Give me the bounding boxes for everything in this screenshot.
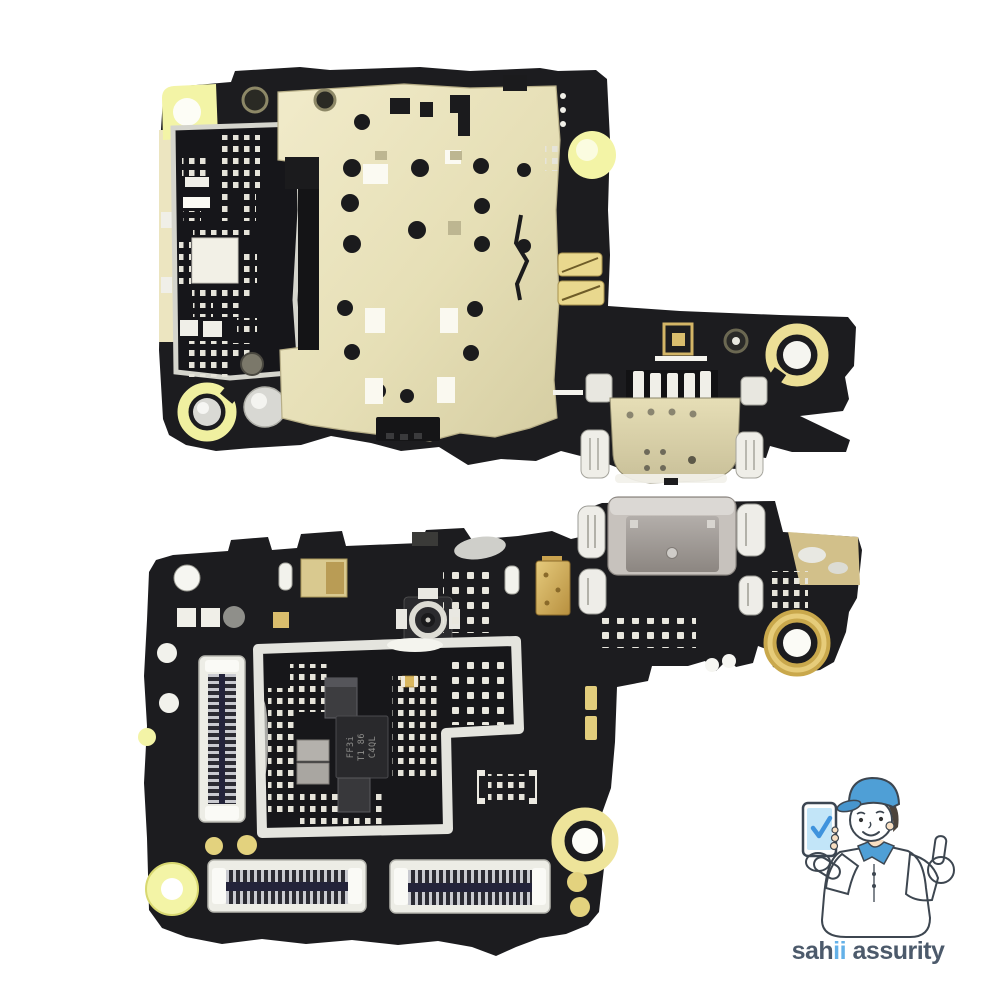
edge-bump xyxy=(722,654,736,668)
mascot-brows xyxy=(856,810,885,815)
edge-pad xyxy=(161,277,172,293)
shield-frame-region: FF3i T1 86 C4QL xyxy=(253,636,524,838)
capacitor xyxy=(296,739,330,762)
mascot-smile xyxy=(862,831,880,837)
solder-pad-cluster xyxy=(443,571,495,633)
watermark-mascot xyxy=(801,776,955,938)
gold-resistor xyxy=(400,675,419,688)
mascot-cap xyxy=(847,776,901,810)
chip-small xyxy=(337,777,371,813)
mascot-fist xyxy=(927,856,955,884)
silkscreen-line xyxy=(553,390,583,395)
mascot-nose xyxy=(868,821,872,829)
brand-segment-3: assurity xyxy=(846,937,945,965)
check-icon xyxy=(810,815,833,839)
gold-dot xyxy=(567,872,587,892)
charging-port-back xyxy=(577,496,766,616)
bottom-board: FF3i T1 86 C4QL xyxy=(138,496,862,956)
ic-chip xyxy=(191,237,239,284)
solder-blob xyxy=(454,536,506,560)
gold-dot xyxy=(237,835,257,855)
solder-pad-cluster xyxy=(545,143,561,171)
antenna-pad-square xyxy=(662,322,694,356)
screw-pad-bottom-right xyxy=(551,807,619,875)
screw-pad-bottom-left xyxy=(177,382,240,442)
mascot-right-sleeve xyxy=(904,852,940,902)
btb-connector-bottom-1 xyxy=(207,859,367,913)
shield-screw-hole xyxy=(241,86,269,114)
connector-footprint xyxy=(477,770,537,804)
shield-screw-hole xyxy=(313,88,337,112)
screw-pad-bottom-left-2 xyxy=(145,862,199,916)
ic-pad-area xyxy=(170,121,303,381)
test-point xyxy=(723,328,749,354)
shield-contact-windows xyxy=(363,150,462,404)
brand-segment-2: ii xyxy=(833,937,847,965)
microphone xyxy=(535,556,571,616)
edge-contact-pads-gold xyxy=(557,252,605,306)
mascot-thumb xyxy=(931,835,948,866)
gold-dot xyxy=(205,837,223,855)
main-chip: FF3i T1 86 C4QL xyxy=(335,715,389,779)
charging-port-front xyxy=(580,370,768,485)
edge-hole xyxy=(157,643,177,663)
top-board xyxy=(159,67,856,485)
solder-pad-cluster xyxy=(596,618,696,648)
screw-pad-gold-ring xyxy=(763,609,831,677)
mascot-phone xyxy=(801,801,838,858)
screw-pad-right xyxy=(765,323,829,387)
mascot-cap-brim xyxy=(836,799,862,813)
edge-half-pad xyxy=(138,728,156,746)
silkscreen-line xyxy=(655,356,707,361)
btb-connector-left xyxy=(198,655,246,823)
mascot-eye xyxy=(858,817,864,823)
capacitor xyxy=(296,762,330,785)
edge-gold-pad xyxy=(585,686,597,710)
edge-bump xyxy=(705,658,719,672)
watermark-brand-text: sahii assurity xyxy=(758,937,978,966)
ground-pad xyxy=(223,606,245,628)
chip-marking-line3: C4QL xyxy=(368,736,378,758)
mascot-hand xyxy=(805,852,831,872)
shield-seam xyxy=(513,214,530,301)
standoff-silver xyxy=(243,386,287,428)
btb-connector-bottom-2 xyxy=(389,859,551,914)
standoff-highlight xyxy=(251,393,267,409)
edge-hole xyxy=(159,693,179,713)
sim-card-reader-shield xyxy=(241,75,561,442)
component-pill xyxy=(278,562,293,591)
edge-pad xyxy=(161,212,172,228)
brand-segment-1: sah xyxy=(791,937,834,965)
edge-gold-pad xyxy=(585,716,597,740)
mascot-ear xyxy=(885,821,895,831)
mascot-eye xyxy=(878,816,884,822)
mascot-left-sleeve xyxy=(824,852,860,896)
chip-marking-line1: FF3i xyxy=(346,736,356,758)
solder-pad-cluster xyxy=(770,571,808,613)
chip-marking-line2: T1 86 xyxy=(357,733,367,761)
gold-dot xyxy=(570,897,590,917)
standoff-hole xyxy=(240,352,264,376)
screw-hole xyxy=(173,564,201,592)
mascot-collar xyxy=(857,841,896,866)
